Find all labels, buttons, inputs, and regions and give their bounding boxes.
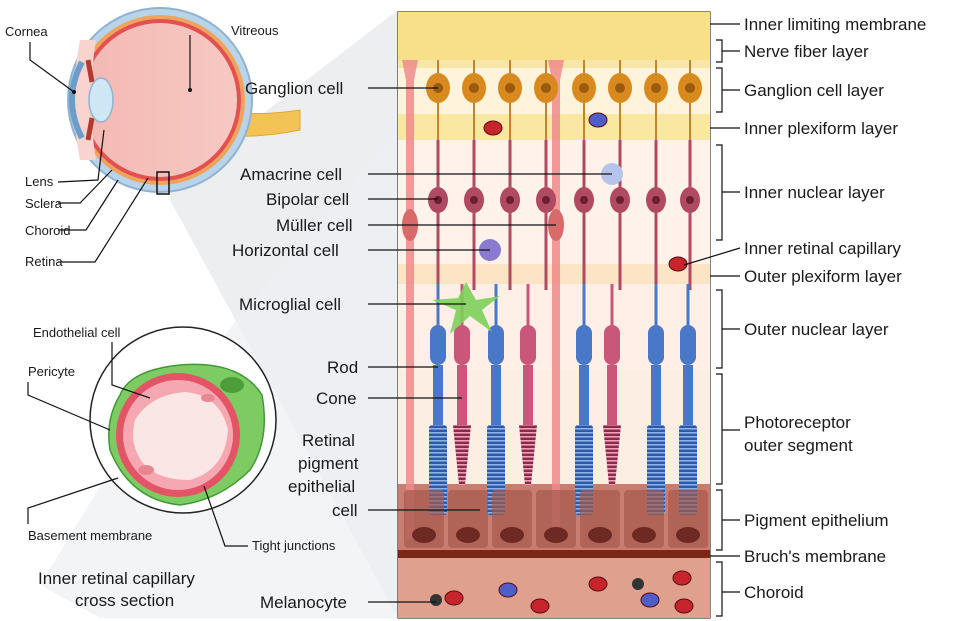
bruch-label: Bruch's membrane: [744, 547, 886, 566]
rod-nucleus-body: [576, 325, 592, 365]
basement-membrane-label: Basement membrane: [28, 528, 152, 543]
bipolar-nucleus: [542, 196, 550, 204]
blood-cell: [589, 577, 607, 591]
bipolar-nucleus: [580, 196, 588, 204]
rpe-label-line2: pigment: [298, 454, 359, 473]
bipolar-nucleus: [686, 196, 694, 204]
ganglion-nucleus: [579, 83, 589, 93]
rpe-label-line4: cell: [332, 501, 358, 520]
tight-junctions-label: Tight junctions: [252, 538, 336, 553]
rod-nucleus-body: [680, 325, 696, 365]
rod-inner-segment: [491, 365, 501, 425]
cone-inner-segment: [457, 365, 467, 425]
cornea-label: Cornea: [5, 24, 48, 39]
cone-nucleus-body: [520, 325, 536, 365]
rpe-label-line3: epithelial: [288, 477, 355, 496]
rpe-nucleus: [676, 527, 700, 543]
blood-cell: [589, 113, 607, 127]
rod-nucleus-body: [430, 325, 446, 365]
bipolar-nucleus: [434, 196, 442, 204]
ganglion-nucleus: [505, 83, 515, 93]
rod-inner-segment: [651, 365, 661, 425]
blood-cell: [499, 583, 517, 597]
ganglion-nucleus: [685, 83, 695, 93]
cone-inner-segment: [523, 365, 533, 425]
inner-capillary-label: Inner retinal capillary: [744, 239, 901, 258]
bipolar-nucleus: [616, 196, 624, 204]
onl-label: Outer nuclear layer: [744, 320, 889, 339]
vitreous-label: Vitreous: [231, 23, 279, 38]
blood-cell: [675, 599, 693, 613]
rpe-nucleus: [412, 527, 436, 543]
cone-label: Cone: [316, 389, 357, 408]
rpe-nucleus: [544, 527, 568, 543]
pos-label-line1: Photoreceptor: [744, 413, 851, 432]
nfl-label: Nerve fiber layer: [744, 42, 869, 61]
ilm-label: Inner limiting membrane: [744, 15, 926, 34]
rpe-label-line1: Retinal: [302, 431, 355, 450]
rod-label: Rod: [327, 358, 358, 377]
capillary-cross-section: [90, 327, 276, 513]
blood-cell: [641, 593, 659, 607]
cone-inner-segment: [607, 365, 617, 425]
microglial-cell-label: Microglial cell: [239, 295, 341, 314]
muller-cell-label: Müller cell: [276, 216, 353, 235]
rod-nucleus-body: [648, 325, 664, 365]
sclera-label: Sclera: [25, 196, 63, 211]
inl-label: Inner nuclear layer: [744, 183, 885, 202]
lens-label: Lens: [25, 174, 54, 189]
ganglion-nucleus: [615, 83, 625, 93]
blood-cell: [669, 257, 687, 271]
rod-inner-segment: [683, 365, 693, 425]
blood-cell: [531, 599, 549, 613]
rod-inner-segment: [433, 365, 443, 425]
rod-inner-segment: [579, 365, 589, 425]
rpe-nucleus: [500, 527, 524, 543]
choroid-layer-label: Choroid: [744, 583, 804, 602]
retina-eye-label: Retina: [25, 254, 63, 269]
blood-cell: [484, 121, 502, 135]
capillary-caption-line1: Inner retinal capillary: [38, 569, 195, 588]
ganglion-nucleus: [651, 83, 661, 93]
pos-label-line2: outer segment: [744, 436, 853, 455]
ganglion-nucleus: [469, 83, 479, 93]
capillary-caption-line2: cross section: [75, 591, 174, 610]
cone-nucleus-body: [604, 325, 620, 365]
bipolar-cell-label: Bipolar cell: [266, 190, 349, 209]
rpe-nucleus: [456, 527, 480, 543]
pe-label: Pigment epithelium: [744, 511, 889, 530]
amacrine-cell-label: Amacrine cell: [240, 165, 342, 184]
opl-label: Outer plexiform layer: [744, 267, 902, 286]
rpe-nucleus: [632, 527, 656, 543]
ipl-label: Inner plexiform layer: [744, 119, 898, 138]
bipolar-nucleus: [652, 196, 660, 204]
gcl-label: Ganglion cell layer: [744, 81, 884, 100]
ganglion-cell-label: Ganglion cell: [245, 79, 343, 98]
rod-nucleus-body: [488, 325, 504, 365]
blood-cell: [673, 571, 691, 585]
endothelial-label: Endothelial cell: [33, 325, 121, 340]
choroid-eye-label: Choroid: [25, 223, 71, 238]
ganglion-nucleus: [541, 83, 551, 93]
melanocyte: [632, 578, 644, 590]
blood-cell: [445, 591, 463, 605]
melanocyte-label: Melanocyte: [260, 593, 347, 612]
horizontal-cell-label: Horizontal cell: [232, 241, 339, 260]
pericyte-label: Pericyte: [28, 364, 75, 379]
cone-nucleus-body: [454, 325, 470, 365]
rpe-nucleus: [588, 527, 612, 543]
melanocyte: [430, 594, 442, 606]
bipolar-nucleus: [470, 196, 478, 204]
bipolar-nucleus: [506, 196, 514, 204]
